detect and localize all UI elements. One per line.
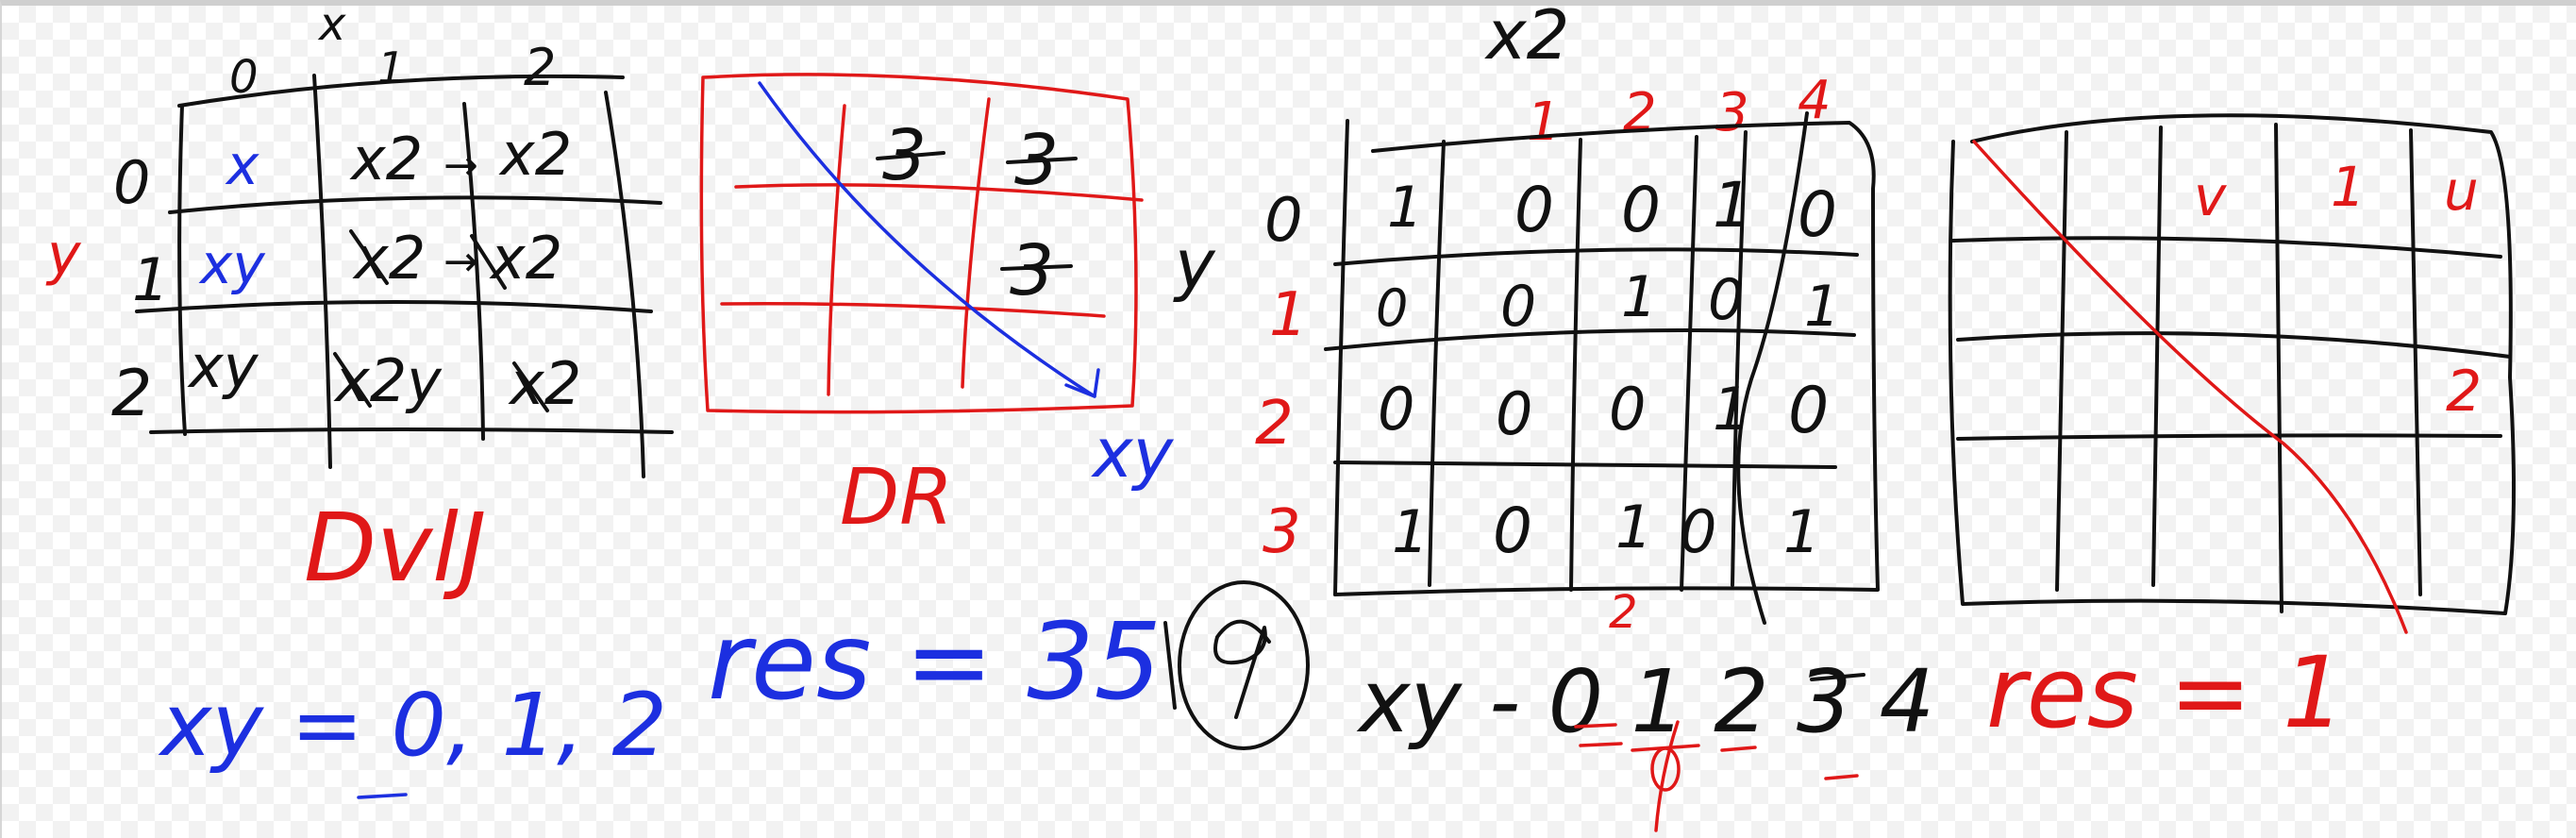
d2-diagonal-line: [758, 81, 1096, 398]
d3-y-axis-label: y: [1173, 225, 1216, 304]
d3-formula: xy - 0 1 2 3 4: [1356, 651, 1934, 752]
d3-col-header-1: 1: [1527, 92, 1561, 153]
d3-col-header-3: 3: [1715, 82, 1749, 143]
d1-row-header-2: 2: [111, 357, 152, 431]
d3-cell-0-4: 0: [1798, 178, 1837, 251]
d2-caption: DR: [840, 453, 953, 543]
d3-cell-2-2: 0: [1609, 375, 1646, 444]
d1-cell-0-0: x: [225, 133, 259, 197]
d1-formula-underline: [357, 793, 408, 799]
d3-bottom-mark: 2: [1609, 586, 1638, 639]
d3-col-header-2: 2: [1623, 82, 1657, 143]
d3-cell-2-3: 1: [1713, 375, 1749, 444]
diagram-3-grid: [1324, 111, 1880, 625]
d3-row-header-1: 1: [1269, 280, 1308, 350]
d1-cell-0-2: x2: [498, 120, 572, 189]
d1-col-header-1: 1: [377, 42, 405, 93]
d4-top-mark-1: v: [2194, 164, 2228, 228]
d1-row-header-0: 0: [113, 148, 150, 217]
d1-cell-1-1: x2: [352, 224, 426, 293]
d3-cell-2-4: 0: [1788, 374, 1829, 448]
d2-result-circle: [1178, 580, 1310, 750]
d3-cell-3-1: 0: [1493, 494, 1532, 567]
d1-strikethroughs: [333, 229, 549, 412]
d1-cell-0-1: x2: [349, 125, 423, 193]
diagram-2-grid: [699, 73, 1144, 414]
d4-top-mark-3: u: [2444, 159, 2479, 223]
d3-cell-2-0: 0: [1378, 375, 1414, 444]
d2-cell-1-2: 3: [1010, 230, 1054, 311]
d1-col-header-2: 2: [524, 38, 556, 97]
diagram-1-grid: [135, 74, 674, 478]
d2-result-label: res = 35: [708, 601, 1162, 724]
d1-caption: DvlJ: [304, 493, 486, 603]
diagram-4-grid: [1948, 113, 2516, 615]
d2-strikethroughs: [876, 151, 1078, 271]
d3-cell-2-1: 0: [1496, 379, 1532, 448]
d3-cell-0-0: 1: [1387, 175, 1423, 241]
d3-row-header-2: 2: [1255, 389, 1294, 459]
d3-cell-3-0: 1: [1392, 497, 1429, 566]
d3-cell-3-4: 1: [1783, 497, 1820, 566]
d3-cell-3-2: 1: [1615, 493, 1652, 561]
d2-diagonal-arrowhead: [1064, 368, 1100, 398]
d4-diagonal-line: [1972, 140, 2408, 634]
d3-formula-marks: [1574, 673, 1865, 832]
d2-result-tick: [1163, 621, 1177, 710]
d1-formula: xy = 0, 1, 2: [158, 675, 667, 776]
d3-cell-0-2: 0: [1621, 174, 1661, 246]
d3-cell-1-4: 1: [1804, 274, 1840, 340]
d3-row-header-3: 3: [1263, 497, 1301, 567]
d1-arrow-1: →: [443, 238, 478, 286]
d3-cell-1-1: 0: [1500, 274, 1536, 340]
d3-cell-1-3: 0: [1708, 267, 1744, 333]
d3-cell-1-0: 0: [1376, 278, 1408, 338]
d1-col-header-0: 0: [229, 51, 259, 104]
d1-y-axis-label: y: [45, 222, 82, 288]
d1-cell-2-0: xy: [187, 332, 259, 401]
d1-cell-2-1: x2y: [333, 346, 443, 415]
d4-top-mark-2: 1: [2331, 155, 2366, 219]
d3-cell-0-1: 0: [1514, 174, 1554, 246]
d2-result-circled-digit: [1213, 619, 1271, 719]
d1-row-header-1: 1: [132, 245, 169, 314]
d3-cell-0-3: 1: [1713, 169, 1752, 242]
d4-side-mark: 2: [2446, 359, 2482, 425]
d3-cell-1-2: 1: [1621, 264, 1657, 330]
d1-x-axis-label: x: [317, 0, 346, 51]
d2-corner-label: xy: [1091, 413, 1175, 493]
d3-cell-3-3: 0: [1680, 497, 1716, 566]
d3-col-header-4: 4: [1798, 70, 1832, 131]
d1-cell-1-0: xy: [198, 232, 265, 296]
d1-arrow-0: →: [443, 142, 478, 190]
d3-row-header-0: 0: [1264, 186, 1303, 256]
d3-result-label: res = 1: [1986, 635, 2345, 750]
d3-title: x2: [1484, 0, 1569, 75]
